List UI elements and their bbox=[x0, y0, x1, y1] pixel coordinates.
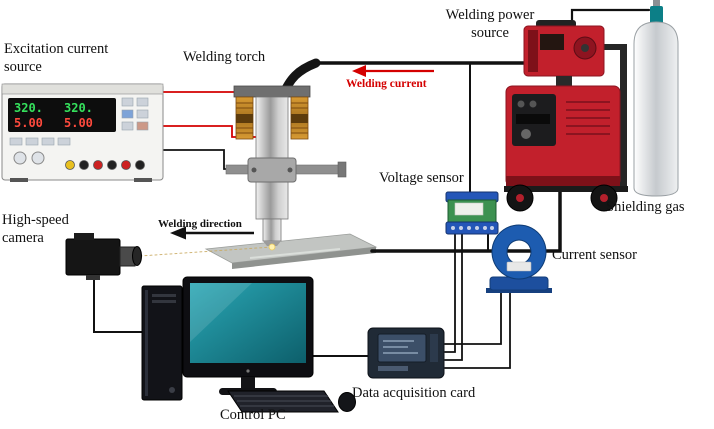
current-sensor-illustration bbox=[486, 224, 552, 293]
voltage-sensor-label: Voltage sensor bbox=[379, 170, 464, 186]
pc-mouse bbox=[338, 392, 356, 412]
power-supply-buttons bbox=[9, 97, 149, 146]
control-pc-label: Control PC bbox=[220, 407, 286, 423]
display-current-left: 5.00 bbox=[14, 116, 43, 130]
welding-direction-label: Welding direction bbox=[158, 218, 242, 230]
shielding-gas-cylinder-illustration bbox=[633, 0, 679, 197]
voltage-signal-wire-1 bbox=[444, 231, 456, 353]
welding-torch-illustration bbox=[225, 58, 347, 251]
display-voltage-left: 320. bbox=[14, 101, 43, 115]
weld-arc bbox=[268, 243, 276, 251]
power-supply-terminals bbox=[65, 160, 145, 170]
welding-current-label: Welding current bbox=[346, 78, 427, 90]
display-current-right: 5.00 bbox=[64, 116, 93, 130]
monitor-screen bbox=[190, 283, 306, 363]
excitation-wire-red-1 bbox=[162, 91, 245, 99]
control-pc-illustration bbox=[141, 276, 356, 413]
camera-sight-line bbox=[139, 246, 273, 257]
pc-monitor bbox=[182, 276, 314, 395]
torch-clamp bbox=[225, 157, 347, 183]
welding-torch-label: Welding torch bbox=[183, 49, 266, 65]
voltage-sensor-illustration bbox=[445, 191, 499, 235]
welding-power-source-label: Welding power source bbox=[445, 7, 535, 42]
excitation-source-label: Excitation current source bbox=[4, 41, 109, 76]
welding-direction-arrow bbox=[170, 226, 254, 240]
excitation-coils bbox=[235, 96, 309, 140]
voltage-signal-wire-2 bbox=[444, 231, 463, 361]
excitation-current-source-illustration: 320. 320. 5.00 5.00 bbox=[1, 83, 164, 182]
high-speed-camera-label: High-speed camera bbox=[2, 212, 69, 247]
cylinder-valve bbox=[650, 6, 663, 24]
excitation-wire-black bbox=[162, 149, 235, 170]
cables bbox=[93, 8, 651, 369]
data-acquisition-card-illustration bbox=[367, 327, 445, 379]
power-supply-knob bbox=[13, 151, 27, 165]
data-acquisition-card-label: Data acquisition card bbox=[352, 385, 476, 401]
current-signal-wire-1 bbox=[444, 288, 502, 345]
work-return-cable bbox=[370, 190, 562, 253]
shielding-gas-label: Shielding gas bbox=[606, 199, 685, 215]
camera-to-pc-wire bbox=[93, 274, 143, 333]
high-speed-camera-illustration bbox=[65, 233, 142, 280]
display-voltage-right: 320. bbox=[64, 101, 93, 115]
welding-power-source-illustration bbox=[504, 20, 628, 212]
power-supply-knob bbox=[31, 151, 45, 165]
gas-hose bbox=[570, 8, 651, 29]
current-signal-wire-2 bbox=[444, 288, 511, 369]
current-sensor-label: Current sensor bbox=[552, 247, 637, 263]
machine-wheels bbox=[506, 184, 618, 212]
welding-current-arrow bbox=[352, 65, 434, 77]
power-supply-display bbox=[8, 98, 116, 132]
pc-tower bbox=[141, 285, 183, 401]
workpiece-plate bbox=[204, 233, 378, 269]
